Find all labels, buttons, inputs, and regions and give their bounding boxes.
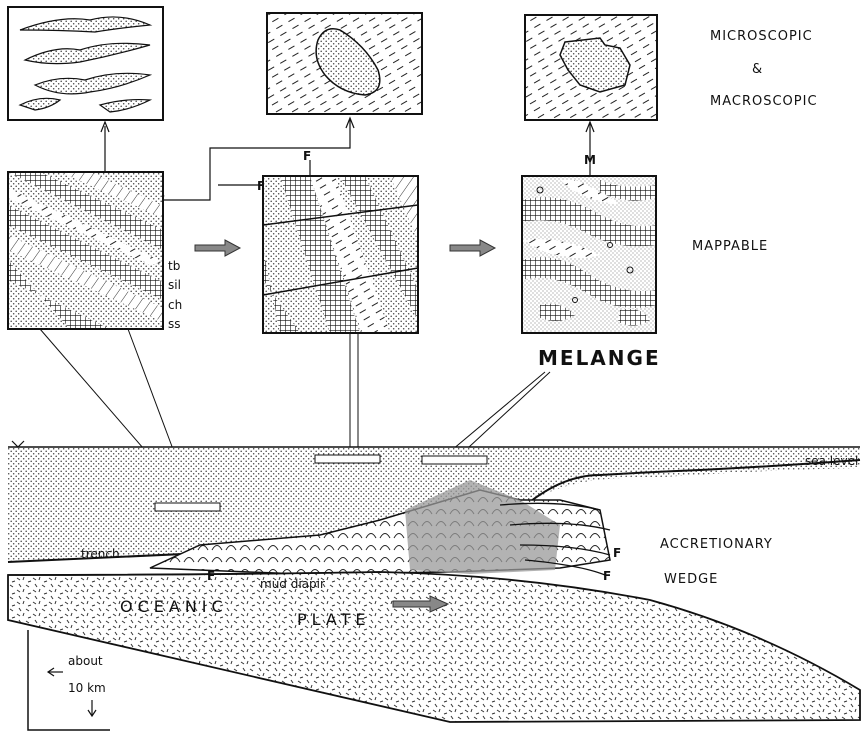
label-melange: MELANGE	[538, 346, 661, 370]
micro-box-1	[8, 7, 163, 120]
scale-bar: about 10 km	[28, 630, 110, 730]
label-about: about	[68, 654, 103, 668]
unit-tb: tb	[168, 259, 180, 273]
scale-labels: MICROSCOPIC & MACROSCOPIC MAPPABLE	[692, 29, 818, 254]
label-macroscopic: MACROSCOPIC	[710, 94, 818, 109]
unit-sil: sil	[168, 278, 181, 292]
label-sea-level: sea level	[805, 454, 858, 468]
fault-label-6: F	[603, 569, 611, 583]
label-trench: trench	[81, 547, 120, 561]
label-microscopic: MICROSCOPIC	[710, 29, 813, 44]
label-oceanic: OCEANIC	[120, 597, 228, 616]
legend-units: tb sil ch ss	[168, 259, 182, 331]
cross-section	[8, 441, 860, 722]
fault-label-5: F	[613, 546, 621, 560]
unit-ss: ss	[168, 317, 181, 331]
label-mappable: MAPPABLE	[692, 239, 768, 254]
melange-m-label: M	[584, 153, 596, 167]
label-ampersand: &	[752, 62, 763, 77]
fault-label-3: F	[303, 149, 311, 163]
panel-bedded-sequence	[8, 172, 163, 329]
label-wedge: WEDGE	[664, 572, 718, 587]
label-mud-diapir: mud diapir	[260, 577, 325, 591]
panel-faulted-sequence	[263, 176, 418, 333]
micro-box-2	[267, 13, 422, 114]
panel-melange	[522, 176, 656, 333]
arrow-2	[450, 240, 495, 256]
fault-label-4: F	[207, 569, 215, 583]
unit-ch: ch	[168, 298, 182, 312]
label-plate: PLATE	[297, 610, 371, 629]
label-accretionary: ACCRETIONARY	[660, 537, 773, 552]
micro-box-3	[525, 15, 657, 120]
label-10km: 10 km	[68, 681, 106, 695]
arrow-1	[195, 240, 240, 256]
